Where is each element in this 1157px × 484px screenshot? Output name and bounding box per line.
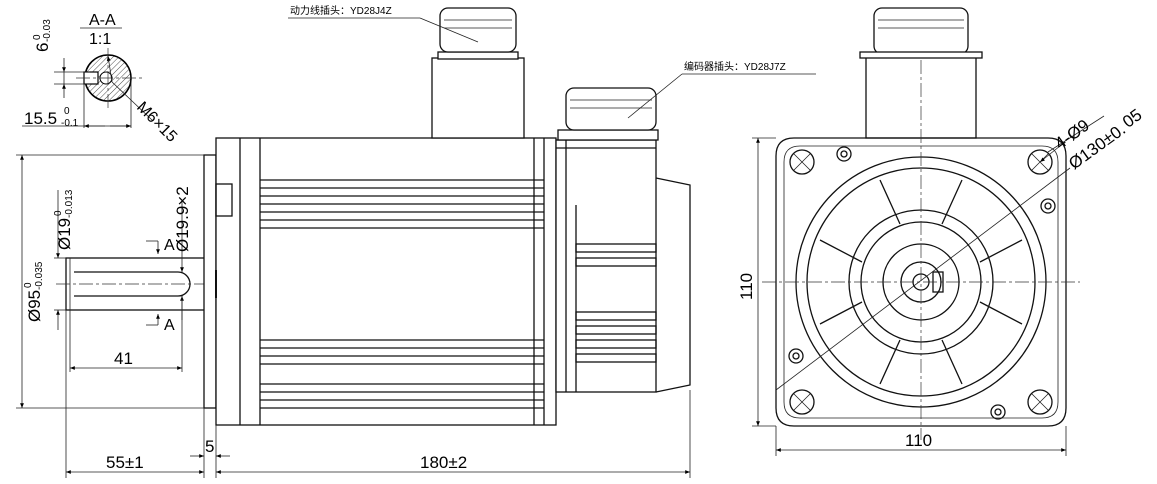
front-view: 110 110 4-Ø9 Ø130±0. 05 <box>737 7 1145 456</box>
power-connector-label: 动力线插头：YD28J4Z <box>290 4 392 17</box>
section-a-a: A-A 1:1 6 -0.03 0 15.5 -0.1 0 M6×15 <box>22 12 180 146</box>
section-mark-bottom: A <box>164 317 175 334</box>
key-len-dim: Ø19.9×2 <box>173 186 192 252</box>
width-dim: 110 <box>905 431 932 450</box>
section-label: A-A <box>89 12 116 29</box>
pilot-dia-tol-lower: -0.035 <box>34 261 45 290</box>
side-view: A A Ø95 -0.035 0 Ø19 -0.013 0 Ø19.9×2 <box>16 4 816 478</box>
key-width-tol-upper: 0 <box>32 34 43 40</box>
thread-dim: M6×15 <box>133 99 180 146</box>
shaft-dia-dim: Ø19 <box>55 218 74 250</box>
section-mark-top: A <box>164 237 175 254</box>
section-scale: 1:1 <box>89 31 111 48</box>
encoder-connector-label: 编码器插头：YD28J7Z <box>684 60 786 73</box>
flange-thick-dim: 5 <box>205 437 214 456</box>
key-depth-tol-lower: -0.1 <box>61 118 79 129</box>
key-depth-dim: 15.5 <box>24 109 57 128</box>
shaft-length-dim: 55±1 <box>106 453 144 472</box>
key-width-tol-lower: -0.03 <box>42 19 53 42</box>
height-dim: 110 <box>737 273 756 300</box>
key-length-dim: 41 <box>114 349 133 368</box>
shaft-dia-tol-lower: -0.013 <box>64 189 75 218</box>
pilot-dia-dim: Ø95 <box>25 290 44 322</box>
key-depth-tol-upper: 0 <box>64 106 70 117</box>
body-length-dim: 180±2 <box>420 453 467 472</box>
key-width-dim: 6 <box>33 43 52 52</box>
pilot-dia-tol-upper: 0 <box>23 282 34 288</box>
shaft-dia-tol-upper: 0 <box>53 210 64 216</box>
